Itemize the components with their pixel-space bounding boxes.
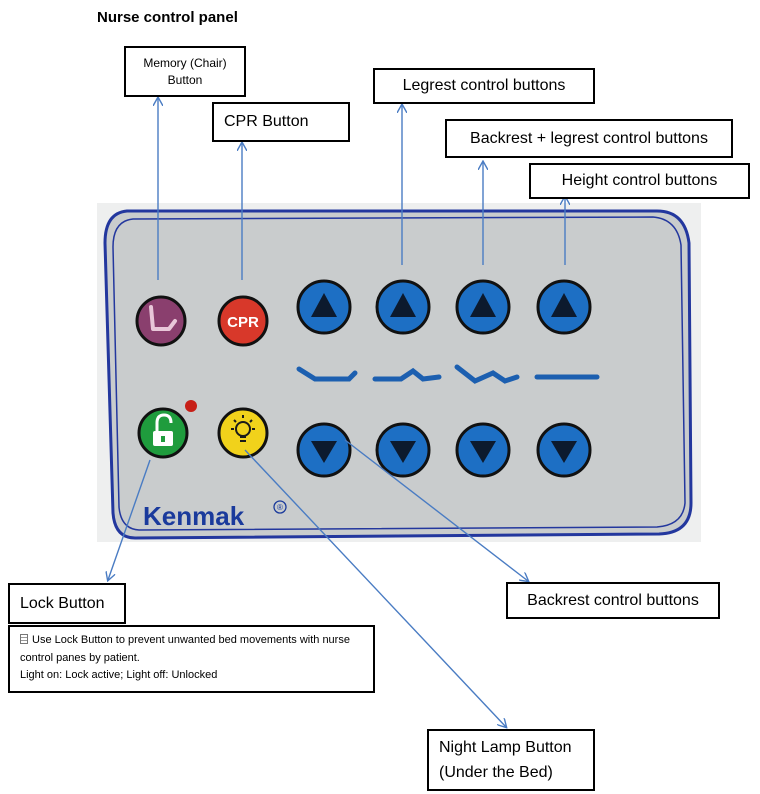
memory-button[interactable] [135, 295, 187, 347]
lock-note: Use Lock Button to prevent unwanted bed … [8, 625, 375, 693]
backrest-down-1-button[interactable] [296, 422, 352, 478]
lock-note-line1: Use Lock Button to prevent unwanted bed … [20, 634, 350, 664]
light-bulb-icon [231, 415, 255, 442]
svg-text:®: ® [277, 503, 283, 512]
lock-note-line2: Light on: Lock active; Light off: Unlock… [20, 669, 218, 682]
memory-callout-text: Memory (Chair) Button [143, 56, 227, 87]
bed-position-icon-1 [296, 366, 358, 382]
memory-button-callout: Memory (Chair) Button [124, 46, 246, 97]
legrest-callout: Legrest control buttons [373, 68, 595, 104]
triangle-down-icon [551, 441, 577, 463]
lock-callout-text: Lock Button [20, 594, 105, 612]
backrest-legrest-callout-text: Backrest + legrest control buttons [470, 129, 708, 147]
unlock-icon [153, 413, 173, 446]
backrest-legrest-down-button[interactable] [455, 422, 511, 478]
bed-position-icon-2 [372, 367, 442, 382]
backrest-legrest-callout: Backrest + legrest control buttons [445, 119, 733, 158]
svg-text:Kenmak: Kenmak [143, 501, 245, 531]
night-lamp-button[interactable] [217, 407, 269, 459]
note-icon [20, 634, 28, 644]
lock-button[interactable] [137, 407, 189, 459]
legrest-up-2-button[interactable] [375, 279, 431, 335]
page-title: Nurse control panel [97, 9, 238, 26]
backrest-down-2-button[interactable] [375, 422, 431, 478]
cpr-button-callout: CPR Button [212, 102, 350, 142]
nurse-control-panel-photo: CPR [97, 203, 701, 542]
backrest-legrest-up-button[interactable] [455, 279, 511, 335]
night-lamp-line1: Night Lamp Button [439, 739, 572, 756]
triangle-up-icon [311, 293, 337, 317]
height-callout-text: Height control buttons [561, 172, 718, 189]
backrest-callout-text: Backrest control buttons [527, 591, 699, 609]
night-lamp-callout: Night Lamp Button (Under the Bed) [427, 729, 595, 791]
height-up-button[interactable] [536, 279, 592, 335]
cpr-button-label: CPR [227, 314, 259, 331]
chair-icon [149, 305, 177, 331]
height-down-button[interactable] [536, 422, 592, 478]
night-lamp-line2: (Under the Bed) [439, 763, 553, 781]
lock-indicator-light [185, 400, 197, 412]
triangle-up-icon [470, 293, 496, 317]
legrest-up-1-button[interactable] [296, 279, 352, 335]
triangle-up-icon [390, 293, 416, 317]
cpr-button[interactable]: CPR [217, 295, 269, 347]
height-callout: Height control buttons [529, 163, 750, 199]
bed-position-icon-3 [454, 364, 520, 384]
lock-button-callout: Lock Button [8, 583, 126, 624]
backrest-callout: Backrest control buttons [506, 582, 720, 619]
triangle-up-icon [551, 293, 577, 317]
cpr-callout-text: CPR Button [224, 113, 309, 130]
legrest-callout-text: Legrest control buttons [402, 77, 566, 94]
